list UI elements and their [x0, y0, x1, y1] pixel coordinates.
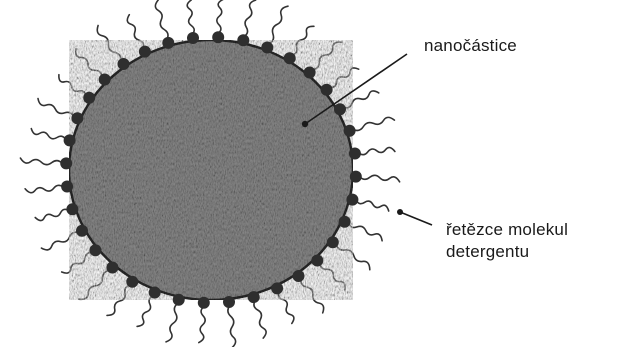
detergent-head: [212, 31, 224, 43]
detergent-tail: [278, 292, 293, 324]
detergent-tail: [20, 158, 62, 165]
detergent-label-line-2: detergentu: [446, 241, 568, 263]
detergent-head: [99, 74, 111, 86]
detergent-head: [118, 58, 130, 70]
detergent-head: [83, 92, 95, 104]
nanoparticle-body: [69, 40, 353, 300]
detergent-tail: [187, 0, 194, 34]
detergent-tail: [155, 0, 168, 39]
detergent-head: [334, 103, 346, 115]
detergent-head: [89, 244, 101, 256]
detergent-tail: [269, 6, 288, 44]
detergent-tail: [356, 201, 388, 212]
detergent-head: [187, 32, 199, 44]
detergent-tail: [38, 99, 74, 117]
detergent-head: [350, 171, 362, 183]
detergent-tail: [353, 117, 394, 130]
detergent-tail: [348, 223, 382, 241]
detergent-tail: [301, 279, 324, 313]
detergent-tail: [199, 307, 205, 343]
detergent-head: [344, 125, 356, 137]
detergent-tail: [244, 0, 255, 36]
detergent-head: [293, 270, 305, 282]
detergent-leader-dot: [397, 209, 403, 215]
detergent-head: [261, 42, 273, 54]
detergent-tail: [35, 209, 68, 220]
detergent-leader-line: [400, 212, 432, 225]
detergent-tail: [127, 15, 143, 48]
detergent-tail: [31, 129, 65, 140]
detergent-tail: [320, 263, 345, 290]
detergent-tail: [312, 42, 341, 70]
detergent-label-line-1: řetězce molekul: [446, 219, 568, 241]
detergent-tail: [254, 301, 266, 338]
detergent-tail: [79, 270, 110, 299]
detergent-head: [304, 67, 316, 79]
detergent-head: [346, 194, 358, 206]
detergent-tail: [336, 244, 370, 269]
detergent-head: [284, 52, 296, 64]
detergent-tail: [25, 185, 63, 192]
detergent-head: [339, 216, 351, 228]
detergent-head: [349, 148, 361, 160]
detergent-head: [126, 276, 138, 288]
detergent-head: [321, 84, 333, 96]
detergent-tail: [97, 26, 121, 61]
nanoparticle-leader-dot: [302, 121, 308, 127]
detergent-head: [223, 296, 235, 308]
detergent-tail: [166, 304, 178, 342]
detergent-tail: [62, 253, 92, 274]
detergent-head: [76, 225, 88, 237]
detergent-head: [198, 297, 210, 309]
detergent-head: [64, 134, 76, 146]
nanoparticle-label: nanočástice: [424, 35, 517, 57]
detergent-head: [173, 294, 185, 306]
detergent-tail: [41, 232, 78, 250]
detergent-tail: [360, 175, 400, 181]
detergent-tail: [59, 75, 86, 96]
detergent-tail: [76, 49, 102, 77]
detergent-head: [60, 157, 72, 169]
detergent-tail: [217, 0, 223, 33]
detergent-head: [139, 46, 151, 58]
detergent-tail: [330, 68, 359, 88]
detergent-label: řetězce molekul detergentu: [446, 219, 568, 263]
detergent-head: [61, 181, 73, 193]
detergent-head: [66, 203, 78, 215]
detergent-head: [106, 262, 118, 274]
detergent-head: [149, 287, 161, 299]
detergent-head: [248, 291, 260, 303]
detergent-head: [237, 34, 249, 46]
detergent-head: [71, 112, 83, 124]
detergent-tail: [228, 306, 236, 347]
detergent-head: [311, 255, 323, 267]
detergent-tail: [359, 147, 395, 154]
detergent-tail: [107, 285, 130, 315]
detergent-tail: [137, 296, 153, 326]
detergent-head: [271, 282, 283, 294]
detergent-tail: [292, 26, 314, 55]
detergent-head: [327, 236, 339, 248]
detergent-head: [162, 37, 174, 49]
